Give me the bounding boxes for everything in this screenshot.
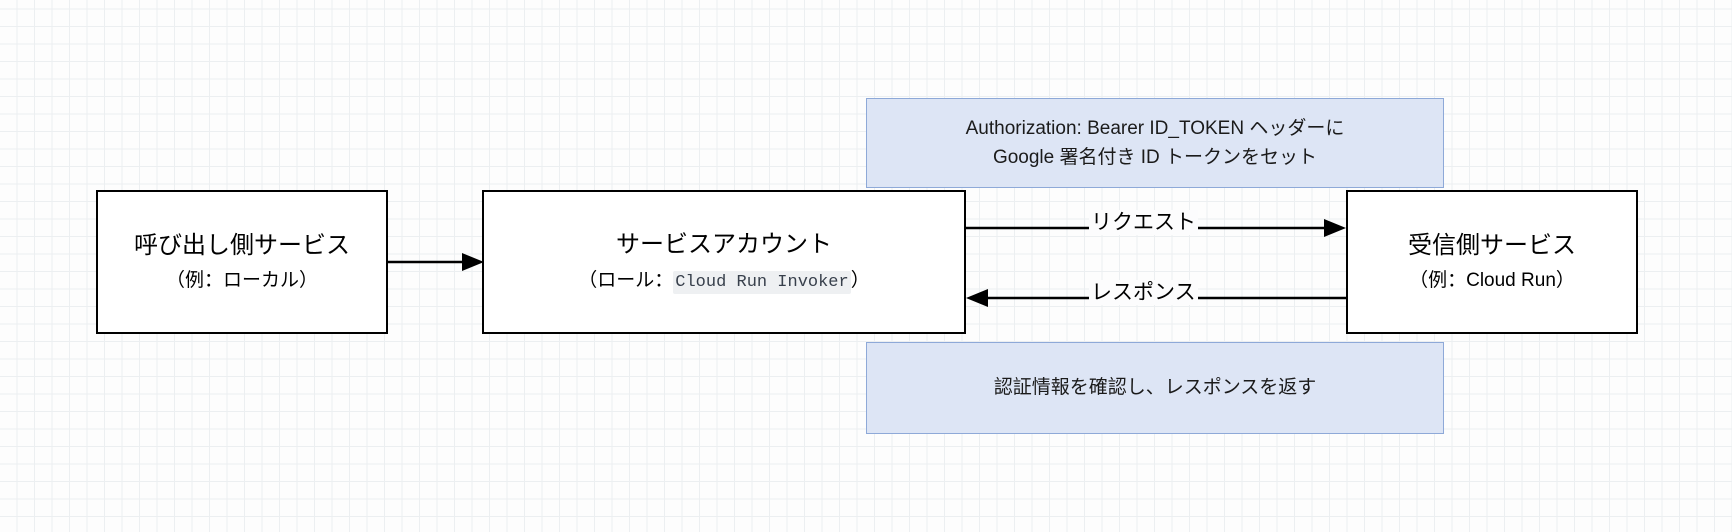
caller-service-title: 呼び出し側サービス [134,231,350,259]
receiver-service-subtitle: （例：Cloud Run） [1409,270,1575,292]
request-header-note[interactable]: Authorization: Bearer ID_TOKEN ヘッダーに Goo… [866,98,1444,188]
request-header-note-line-2: Google 署名付き ID トークンをセット [992,147,1318,168]
edge-response-label: レスポンス [1089,280,1198,305]
service-account-title: サービスアカウント [616,231,832,259]
service-account-role-suffix: ） [850,269,870,291]
caller-service-subtitle: （例：ローカル） [165,270,318,292]
response-verification-note-line-1: 認証情報を確認し、レスポンスを返す [993,377,1317,399]
service-account-box[interactable]: サービスアカウント （ロール：Cloud Run Invoker） [482,190,966,334]
edge-caller-to-service-account [388,252,484,272]
edge-request-label: リクエスト [1089,210,1198,235]
response-verification-note[interactable]: 認証情報を確認し、レスポンスを返す [866,342,1444,434]
receiver-service-box[interactable]: 受信側サービス （例：Cloud Run） [1346,190,1638,334]
service-account-role-code: Cloud Run Invoker [673,270,851,294]
receiver-service-title: 受信側サービス [1408,231,1576,259]
request-header-note-line-1: Authorization: Bearer ID_TOKEN ヘッダーに [965,117,1345,139]
caller-service-box[interactable]: 呼び出し側サービス （例：ローカル） [96,190,388,334]
arrow-right-icon [388,253,484,271]
service-account-role-line: （ロール：Cloud Run Invoker） [578,268,870,295]
service-account-role-prefix: （ロール： [578,269,674,291]
